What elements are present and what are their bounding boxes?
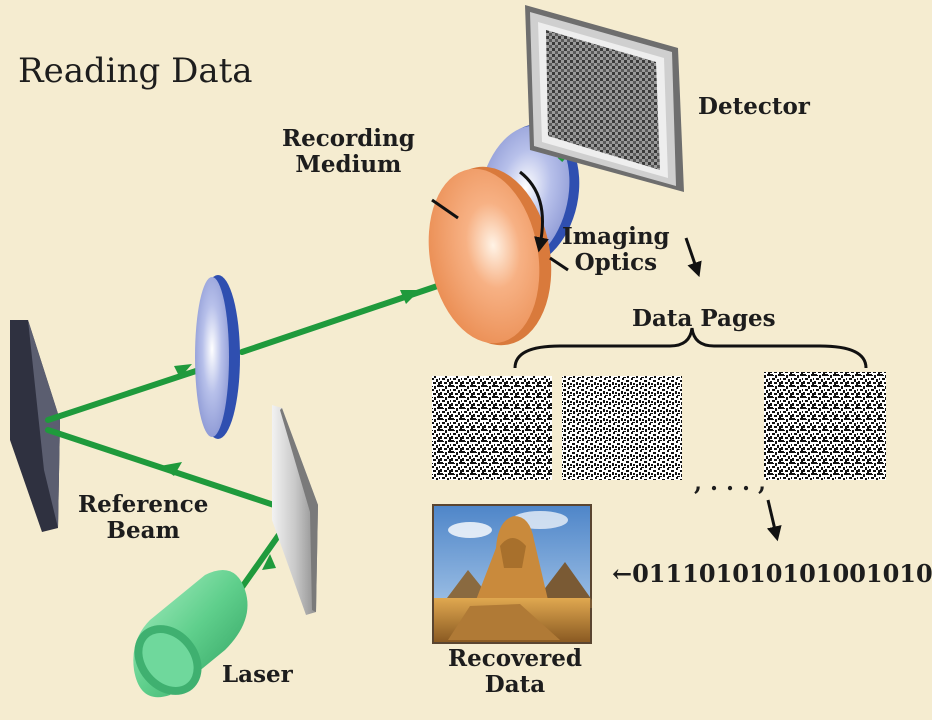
bitstream-label: ←011101010101001010..	[612, 559, 932, 588]
imaging-optics-line-2: Optics	[574, 249, 658, 277]
beam-arrowheads	[160, 290, 420, 570]
optics-pointer	[549, 256, 569, 272]
recovered-image	[432, 504, 592, 644]
medium-pointer	[431, 198, 459, 220]
beam-lens	[195, 275, 240, 439]
reference-beam-path	[45, 272, 473, 593]
recording-medium-line-1: Recording	[282, 125, 415, 152]
data-pages-brace	[513, 327, 868, 369]
pages-ellipsis: , . . . ,	[694, 469, 767, 496]
laser-mirror	[272, 405, 318, 615]
imaging-optics-label: Imaging Optics	[562, 223, 670, 277]
detector	[525, 5, 684, 192]
data-pages-label: Data Pages	[632, 305, 776, 332]
recording-medium-line-2: Medium	[295, 151, 402, 179]
recovered-data-line-2: Data	[484, 671, 546, 699]
detector-label: Detector	[698, 93, 810, 120]
data-page-3	[764, 372, 886, 480]
left-mirror	[10, 320, 60, 532]
imaging-optics-line-1: Imaging	[562, 223, 670, 250]
data-page-2	[562, 376, 682, 480]
data-pages-arrow	[684, 237, 702, 278]
recording-medium-label: Recording Medium	[282, 125, 415, 179]
reference-beam-line-1: Reference	[78, 491, 209, 518]
laser-label: Laser	[222, 661, 293, 688]
imaging-arrow	[519, 170, 549, 253]
diagram-title: Reading Data	[18, 51, 253, 91]
data-page-1	[432, 376, 552, 480]
decode-arrow	[766, 499, 782, 542]
recovered-data-label: Recovered Data	[448, 645, 582, 699]
recovered-data-line-1: Recovered	[448, 645, 582, 672]
reference-beam-line-2: Beam	[106, 517, 180, 545]
reference-beam-label: Reference Beam	[78, 491, 209, 545]
recording-medium	[428, 166, 552, 346]
laser-icon	[133, 570, 248, 698]
